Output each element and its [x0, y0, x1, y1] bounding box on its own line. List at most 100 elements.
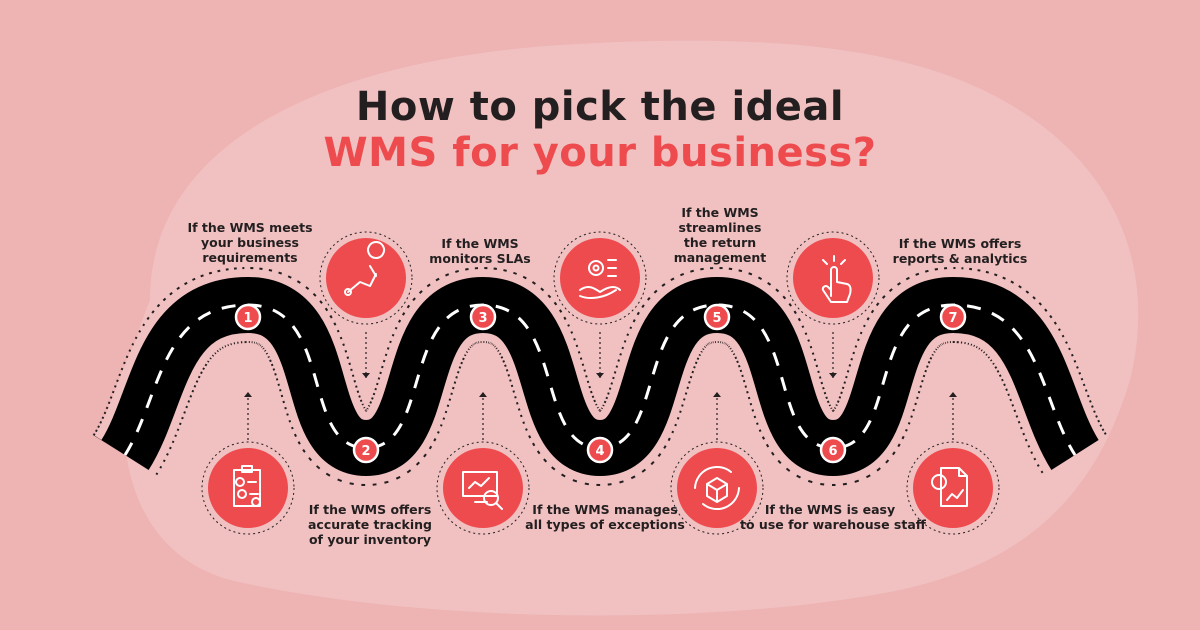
step-number: 1 [243, 311, 252, 326]
tap-finger-icon-stroke [821, 266, 852, 303]
gear-hand-icon-stroke [579, 285, 621, 299]
step-marker-circle [586, 436, 614, 464]
step-marker-circle [939, 303, 967, 331]
tap-finger-icon [821, 255, 852, 303]
route-pin-icon-pie [931, 474, 947, 490]
connector-arrowhead [479, 392, 487, 397]
box-cycle-icon-stroke [694, 465, 740, 511]
icon-badge [786, 231, 880, 325]
connector-arrowhead [829, 373, 837, 378]
road [100, 276, 1100, 477]
connector-arrowhead [596, 373, 604, 378]
step-marker: 1 [234, 303, 262, 331]
icon-badge-ring [201, 441, 295, 535]
step-5-label-line: the return [683, 235, 757, 250]
icon-badge [319, 231, 413, 325]
connector-arrowhead [362, 373, 370, 378]
icon-badge [670, 441, 764, 535]
icon-badge [906, 441, 1000, 535]
icon-badge-fill [913, 448, 993, 528]
icon-badge-fill [326, 238, 406, 318]
step-number: 4 [595, 444, 604, 459]
gear-hand-icon-stroke [607, 259, 617, 277]
icon-badge-ring [436, 441, 530, 535]
checklist-clipboard-icon-dot [235, 477, 245, 487]
step-4-label-line: all types of exceptions [525, 517, 685, 532]
checklist-clipboard-icon-stroke [233, 465, 261, 507]
location-pin-path-icon-dot [344, 288, 352, 296]
icon-badge-fill [443, 448, 523, 528]
step-marker-circle [352, 436, 380, 464]
connector-arrowhead [713, 392, 721, 397]
step-marker: 4 [586, 436, 614, 464]
box-cycle-icon-stroke [706, 477, 728, 503]
monitor-magnifier-icon-stroke [495, 502, 503, 510]
step-marker-circle [819, 436, 847, 464]
step-1-label-line: requirements [202, 250, 298, 265]
checklist-clipboard-icon [233, 465, 261, 507]
step-marker: 7 [939, 303, 967, 331]
step-4-label-line: If the WMS manages [532, 502, 678, 517]
location-pin-path-icon-stroke [367, 241, 385, 277]
step-7-label-line: reports & analytics [892, 251, 1028, 266]
icon-badge-fill [677, 448, 757, 528]
step-2-label: If the WMS offers accurate tracking of y… [300, 502, 440, 547]
connector-arrowhead [244, 392, 252, 397]
step-5-label-line: management [673, 250, 767, 265]
step-3-label: If the WMS monitors SLAs [420, 236, 540, 266]
step-1-label-line: If the WMS meets [187, 220, 313, 235]
step-3-label-line: If the WMS [441, 236, 519, 251]
icon-badge [201, 441, 295, 535]
monitor-magnifier-icon-stroke [468, 477, 490, 489]
step-5-label-line: streamlines [678, 220, 762, 235]
step-7-label-line: If the WMS offers [898, 236, 1022, 251]
location-pin-path-icon [344, 241, 385, 296]
step-number: 7 [948, 311, 957, 326]
step-number: 2 [361, 444, 370, 459]
step-6-label: If the WMS is easy to use for warehouse … [740, 502, 926, 532]
step-2-label-line: of your inventory [308, 532, 432, 547]
step-2-label-line: If the WMS offers [308, 502, 432, 517]
route-pin-icon [931, 467, 968, 507]
gear-hand-icon [579, 259, 621, 299]
step-marker: 6 [819, 436, 847, 464]
gear-hand-icon-gear-hub [592, 264, 600, 272]
icon-badge-ring [670, 441, 764, 535]
step-marker-circle [234, 303, 262, 331]
icon-badge-ring [319, 231, 413, 325]
gear-hand-icon-gear [588, 260, 604, 276]
step-5-label: If the WMS streamlines the return manage… [660, 205, 780, 265]
step-marker: 3 [469, 303, 497, 331]
step-number: 3 [478, 311, 487, 326]
icon-badge-fill [793, 238, 873, 318]
title-line-2: WMS for your business? [323, 130, 877, 176]
step-7-label: If the WMS offers reports & analytics [880, 236, 1040, 266]
icon-badge-ring [553, 231, 647, 325]
icon-badge-fill [560, 238, 640, 318]
icon-badge [436, 441, 530, 535]
step-marker-circle [469, 303, 497, 331]
box-cycle-icon [694, 465, 740, 511]
icon-badge-ring [786, 231, 880, 325]
step-3-label-line: monitors SLAs [429, 251, 531, 266]
icon-badge-fill [208, 448, 288, 528]
step-6-label-line: to use for warehouse staff [740, 517, 926, 532]
step-marker: 5 [703, 303, 731, 331]
step-number: 6 [828, 444, 837, 459]
icon-badge-ring [906, 441, 1000, 535]
step-marker-circle [703, 303, 731, 331]
title-line-1: How to pick the ideal [355, 84, 845, 130]
checklist-clipboard-icon-dot [251, 497, 261, 507]
route-pin-icon-stroke [940, 467, 968, 507]
step-5-label-line: If the WMS [681, 205, 759, 220]
route-pin-icon-stroke [946, 489, 964, 501]
connector-arrowhead [949, 392, 957, 397]
step-marker: 2 [352, 436, 380, 464]
icon-badge [553, 231, 647, 325]
step-number: 5 [712, 311, 721, 326]
location-pin-path-icon-stroke [347, 273, 377, 293]
step-2-label-line: accurate tracking [308, 517, 432, 532]
step-4-label: If the WMS manages all types of exceptio… [520, 502, 690, 532]
